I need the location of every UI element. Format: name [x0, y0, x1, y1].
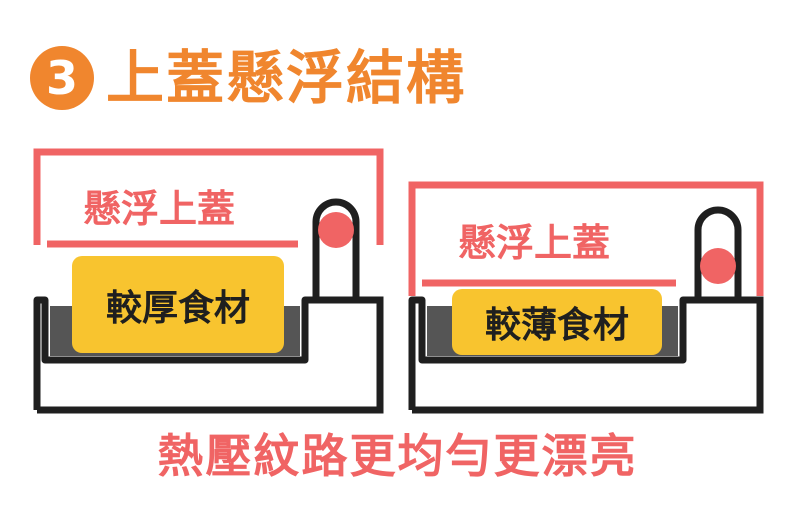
left-base-bottom [37, 296, 384, 414]
left-food-label: 較厚食材 [72, 256, 284, 353]
right-lid-label: 懸浮上蓋 [458, 221, 611, 265]
step-badge: 3 [30, 46, 94, 110]
left-hinge-ball [318, 212, 354, 248]
left-lid-label: 懸浮上蓋 [83, 187, 236, 231]
page-title: 上蓋懸浮結構 [106, 44, 467, 112]
right-food-label: 較薄食材 [452, 289, 662, 355]
caption: 熱壓紋路更均勻更漂亮 [157, 429, 638, 483]
title-row: 3 上蓋懸浮結構 [30, 38, 466, 118]
right-base-outline [408, 206, 742, 410]
right-hinge-ball [700, 248, 736, 284]
left-base-outline [33, 198, 360, 410]
right-base-bottom [412, 296, 764, 414]
left-lid-frame [33, 148, 384, 245]
right-lid-frame [408, 181, 764, 296]
